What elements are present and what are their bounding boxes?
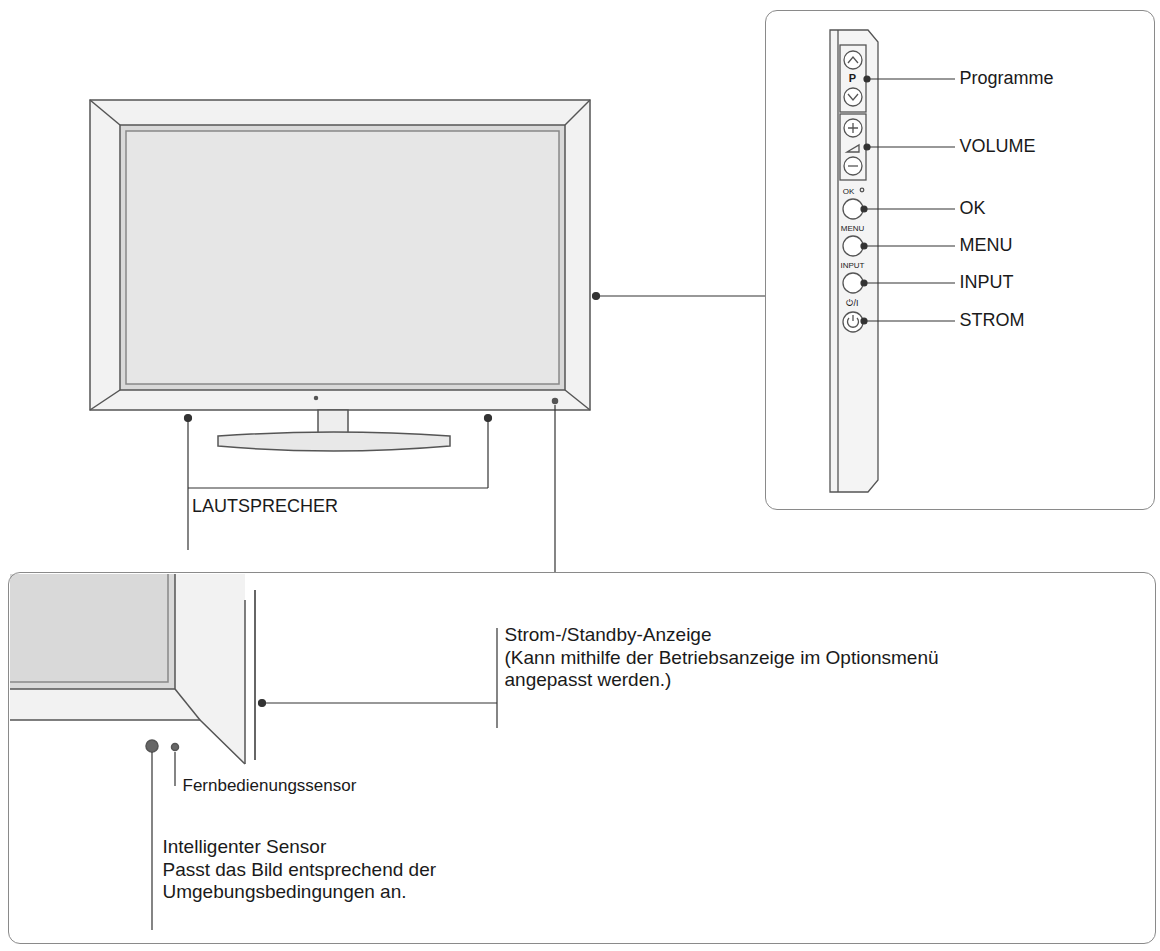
part-label: Strom-/Standby-Anzeige — [505, 624, 712, 647]
button-text: MENU — [841, 224, 865, 234]
part-label: Intelligenter Sensor — [163, 836, 327, 859]
button-text: P — [849, 72, 856, 85]
part-label: MENU — [960, 235, 1013, 257]
note-text: Passt das Bild entsprechend der Umgebung… — [163, 859, 493, 905]
part-label: VOLUME — [960, 136, 1036, 158]
note-text: (Kann mithilfe der Betriebsanzeige im Op… — [505, 647, 975, 693]
part-label: LAUTSPRECHER — [192, 496, 338, 518]
button-text: ⏻/I — [846, 298, 858, 309]
button-text: INPUT — [841, 261, 865, 271]
button-panel: P OK MENU INPUT ⏻/I ProgrammeVOLUME OK MENU INPU… — [765, 10, 1155, 510]
part-label: OK — [960, 198, 986, 220]
button-text: OK — [843, 187, 855, 197]
sensor-panel: Strom-/Standby-Anzeige(Kann mithilfe der… — [8, 572, 1156, 944]
part-label: STROM — [960, 310, 1025, 332]
part-label: Programme — [960, 68, 1054, 90]
part-label: Fernbedienungssensor — [183, 776, 357, 796]
part-label: INPUT — [960, 272, 1014, 294]
